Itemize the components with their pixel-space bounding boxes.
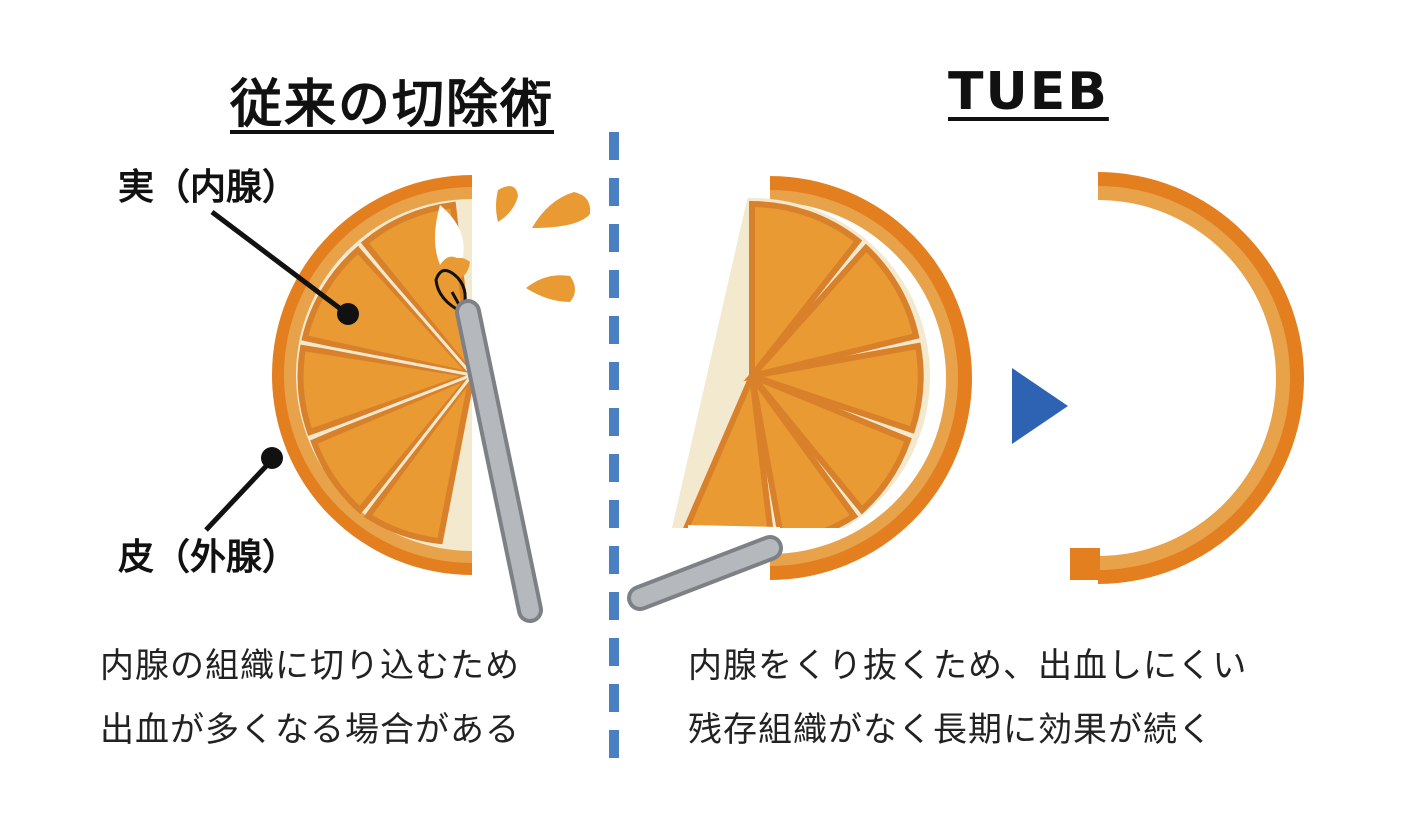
juice-splash (444, 186, 591, 302)
caption-right-line1: 内腺をくり抜くため、出血しにくい (688, 646, 1248, 686)
caption-left-line2: 出血が多くなる場合がある (100, 710, 520, 750)
remaining-rind (1098, 172, 1304, 584)
arrow-right-icon (1012, 368, 1068, 444)
pointer-outer (204, 460, 272, 532)
left-orange-half (272, 175, 472, 575)
pointer-inner-dot (337, 303, 359, 325)
right-enucleated-flesh (672, 198, 930, 528)
wire-loop-icon (434, 269, 467, 314)
caption-left-line1: 内腺の組織に切り込むため (100, 646, 520, 686)
left-cut-notch (435, 205, 464, 265)
caption-conventional: 内腺の組織に切り込むため 出血が多くなる場合がある (100, 634, 520, 762)
caption-tueb: 内腺をくり抜くため、出血しにくい 残存組織がなく長期に効果が続く (688, 634, 1247, 762)
right-orange-half (672, 176, 972, 580)
heading-tueb: TUEB (948, 62, 1109, 122)
caption-right-line2: 残存組織がなく長期に効果が続く (688, 710, 1213, 750)
left-resection-instrument (434, 269, 543, 623)
left-segments (297, 201, 472, 545)
right-enucleation-instrument (627, 535, 783, 611)
pointer-outer-dot (261, 447, 283, 469)
pointer-inner (210, 210, 348, 315)
label-outer-gland: 皮（外腺） (118, 537, 299, 578)
heading-conventional-resection: 従来の切除術 (230, 75, 555, 135)
label-inner-gland: 実（内腺） (118, 167, 299, 208)
